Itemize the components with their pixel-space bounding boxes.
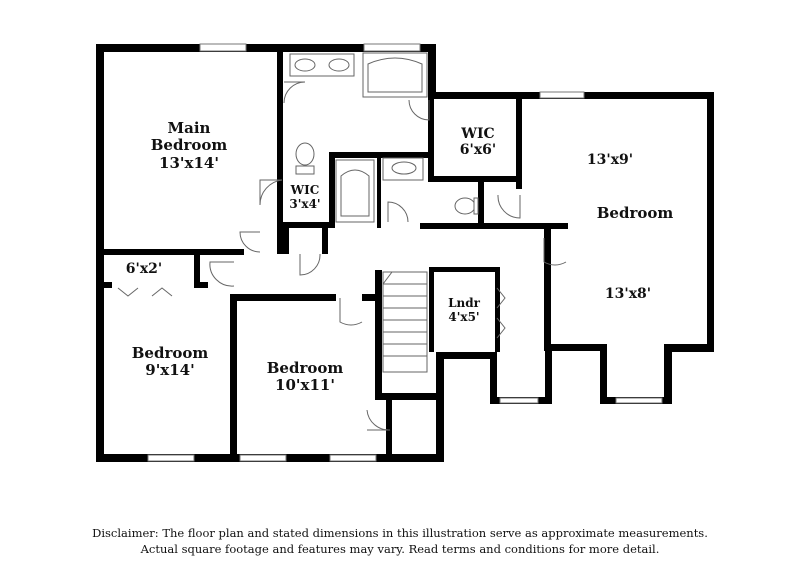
wic-main-label: WIC 6'x6' [440,126,516,158]
bedroom-center-label: Bedroom 10'x11' [246,359,364,395]
main-bedroom-dims: 13'x14' [159,153,219,172]
laundry-label: Lndr 4'x5' [438,296,490,325]
wic-small-dims: 3'x4' [289,196,321,211]
main-bedroom-label: Main Bedroom 13'x14' [124,119,254,172]
wic-main-name: WIC [461,126,495,142]
disclaimer-line1: Disclaimer: The floor plan and stated di… [92,526,708,540]
laundry-name: Lndr [448,296,480,310]
bedroom-left-dims: 9'x14' [145,361,195,380]
bedroom-left-name: Bedroom [131,344,209,362]
bedroom-left-label: Bedroom 9'x14' [112,344,228,380]
bath-fixtures [289,52,479,223]
bedroom-center-dims: 10'x11' [275,376,335,395]
laundry-dims: 4'x5' [448,309,480,324]
windows [147,43,663,462]
interior-walls [104,52,568,462]
closet-dims: 6'x2' [125,261,163,277]
bedroom-right-upper-dims: 13'x9' [586,152,634,168]
closet-label: 6'x2' [116,261,172,277]
wic-main-dims: 6'x6' [459,142,497,159]
bedroom-right-name: Bedroom [596,204,674,222]
stairs [382,271,428,373]
door-swings [117,81,567,431]
disclaimer-line2: Actual square footage and features may v… [140,542,660,556]
main-bedroom-name-line2: Bedroom [150,136,228,155]
wic-small-label: WIC 3'x4' [282,183,328,212]
main-bedroom-name-line1: Main [167,119,211,137]
wic-small-name: WIC [290,183,320,197]
bedroom-center-name: Bedroom [266,359,344,377]
bedroom-right-lower-dims: 13'x8' [604,286,652,302]
